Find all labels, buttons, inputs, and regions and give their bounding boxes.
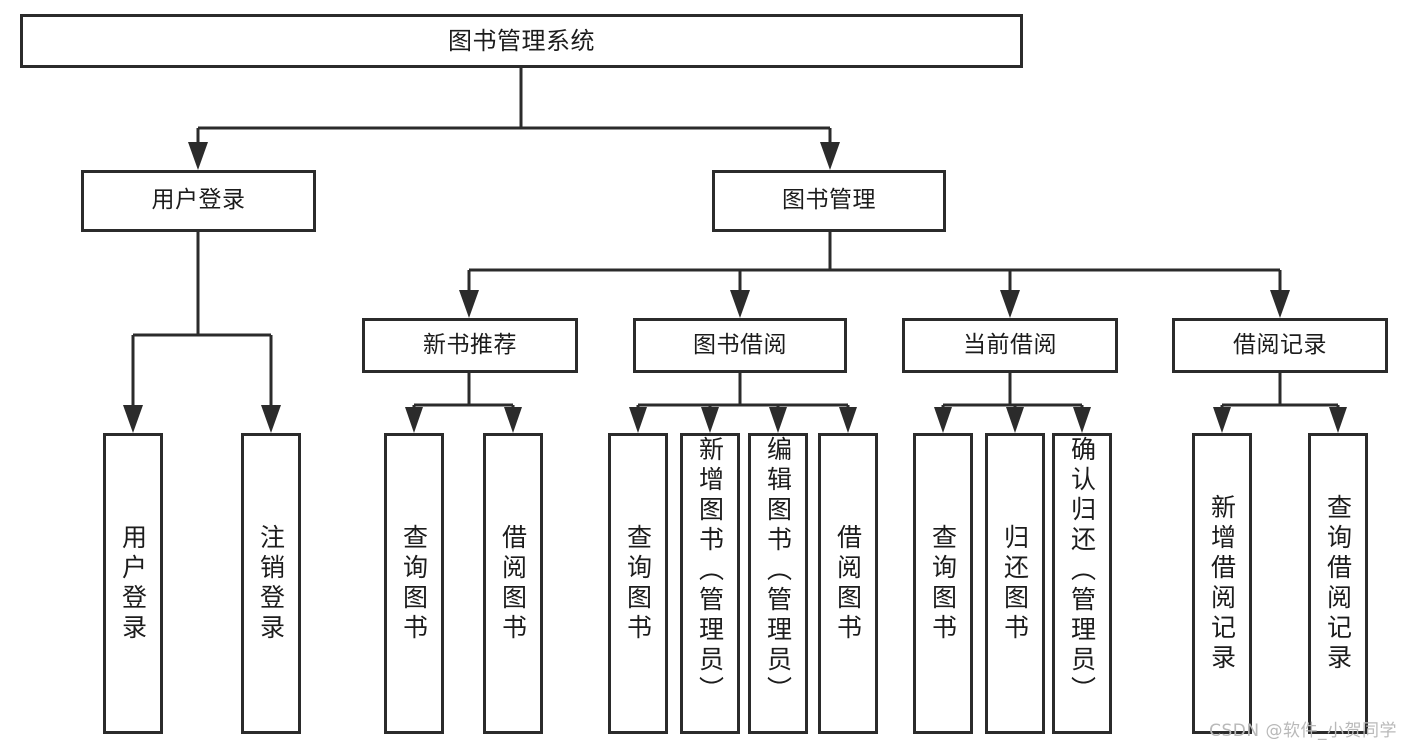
node-label: 编辑图书（管理员） [763, 436, 793, 706]
node-leaf-borrow-book-2[interactable]: 借阅图书 [818, 433, 878, 734]
arrowhead-leaf-add-book [701, 407, 719, 433]
node-label: 查询借阅记录 [1323, 493, 1353, 674]
node-label: 查询图书 [399, 523, 429, 644]
node-label: 图书借阅 [693, 331, 787, 358]
node-label: 新增图书（管理员） [695, 436, 725, 706]
arrowhead-leaf-user-login [123, 405, 143, 433]
node-label: 用户登录 [151, 187, 246, 214]
node-leaf-query-borrow-record[interactable]: 查询借阅记录 [1308, 433, 1368, 734]
arrowhead-leaf-query-borrow-record [1329, 407, 1347, 433]
node-label: 用户登录 [118, 523, 148, 644]
arrowhead-leaf-borrow-book-2 [839, 407, 857, 433]
node-label: 借阅图书 [498, 523, 528, 644]
node-label: 图书管理 [782, 187, 876, 214]
arrowhead-leaf-query-book-2 [629, 407, 647, 433]
arrowhead-current-borrow [1000, 290, 1020, 318]
node-leaf-query-book-3[interactable]: 查询图书 [913, 433, 973, 734]
arrowhead-leaf-add-borrow-record [1213, 407, 1231, 433]
node-label: 图书管理系统 [448, 26, 595, 55]
node-leaf-edit-book[interactable]: 编辑图书（管理员） [748, 433, 808, 734]
node-book-borrow[interactable]: 图书借阅 [633, 318, 847, 373]
arrowhead-leaf-edit-book [769, 407, 787, 433]
arrowhead-leaf-borrow-book-1 [504, 407, 522, 433]
node-user-login[interactable]: 用户登录 [81, 170, 316, 232]
node-leaf-query-book-2[interactable]: 查询图书 [608, 433, 668, 734]
node-leaf-user-logout[interactable]: 注销登录 [241, 433, 301, 734]
arrowhead-leaf-return-book [1006, 407, 1024, 433]
node-leaf-confirm-return[interactable]: 确认归还（管理员） [1052, 433, 1112, 734]
node-leaf-add-borrow-record[interactable]: 新增借阅记录 [1192, 433, 1252, 734]
node-label: 当前借阅 [963, 331, 1057, 358]
arrowhead-leaf-confirm-return [1073, 407, 1091, 433]
node-leaf-return-book[interactable]: 归还图书 [985, 433, 1045, 734]
node-new-book-recommend[interactable]: 新书推荐 [362, 318, 578, 373]
node-label: 确认归还（管理员） [1067, 436, 1097, 706]
arrowhead-book-manage [820, 142, 840, 170]
node-label: 查询图书 [623, 523, 653, 644]
node-label: 借阅记录 [1233, 331, 1327, 358]
node-book-manage[interactable]: 图书管理 [712, 170, 946, 232]
arrowhead-leaf-query-book-1 [405, 407, 423, 433]
node-label: 注销登录 [256, 523, 286, 644]
node-leaf-borrow-book-1[interactable]: 借阅图书 [483, 433, 543, 734]
node-root-system[interactable]: 图书管理系统 [20, 14, 1023, 68]
arrowhead-book-borrow [730, 290, 750, 318]
arrowhead-new-book-recommend [459, 290, 479, 318]
node-label: 新书推荐 [423, 331, 517, 358]
arrowhead-user-login [188, 142, 208, 170]
node-label: 归还图书 [1000, 523, 1030, 644]
node-leaf-user-login[interactable]: 用户登录 [103, 433, 163, 734]
node-label: 借阅图书 [833, 523, 863, 644]
node-label: 查询图书 [928, 523, 958, 644]
arrowhead-leaf-user-logout [261, 405, 281, 433]
arrowhead-borrow-record [1270, 290, 1290, 318]
csdn-watermark: CSDN @软件_小贺同学 [1209, 721, 1397, 741]
node-borrow-record[interactable]: 借阅记录 [1172, 318, 1388, 373]
arrowhead-leaf-query-book-3 [934, 407, 952, 433]
node-leaf-query-book-1[interactable]: 查询图书 [384, 433, 444, 734]
node-label: 新增借阅记录 [1207, 493, 1237, 674]
node-leaf-add-book[interactable]: 新增图书（管理员） [680, 433, 740, 734]
node-current-borrow[interactable]: 当前借阅 [902, 318, 1118, 373]
